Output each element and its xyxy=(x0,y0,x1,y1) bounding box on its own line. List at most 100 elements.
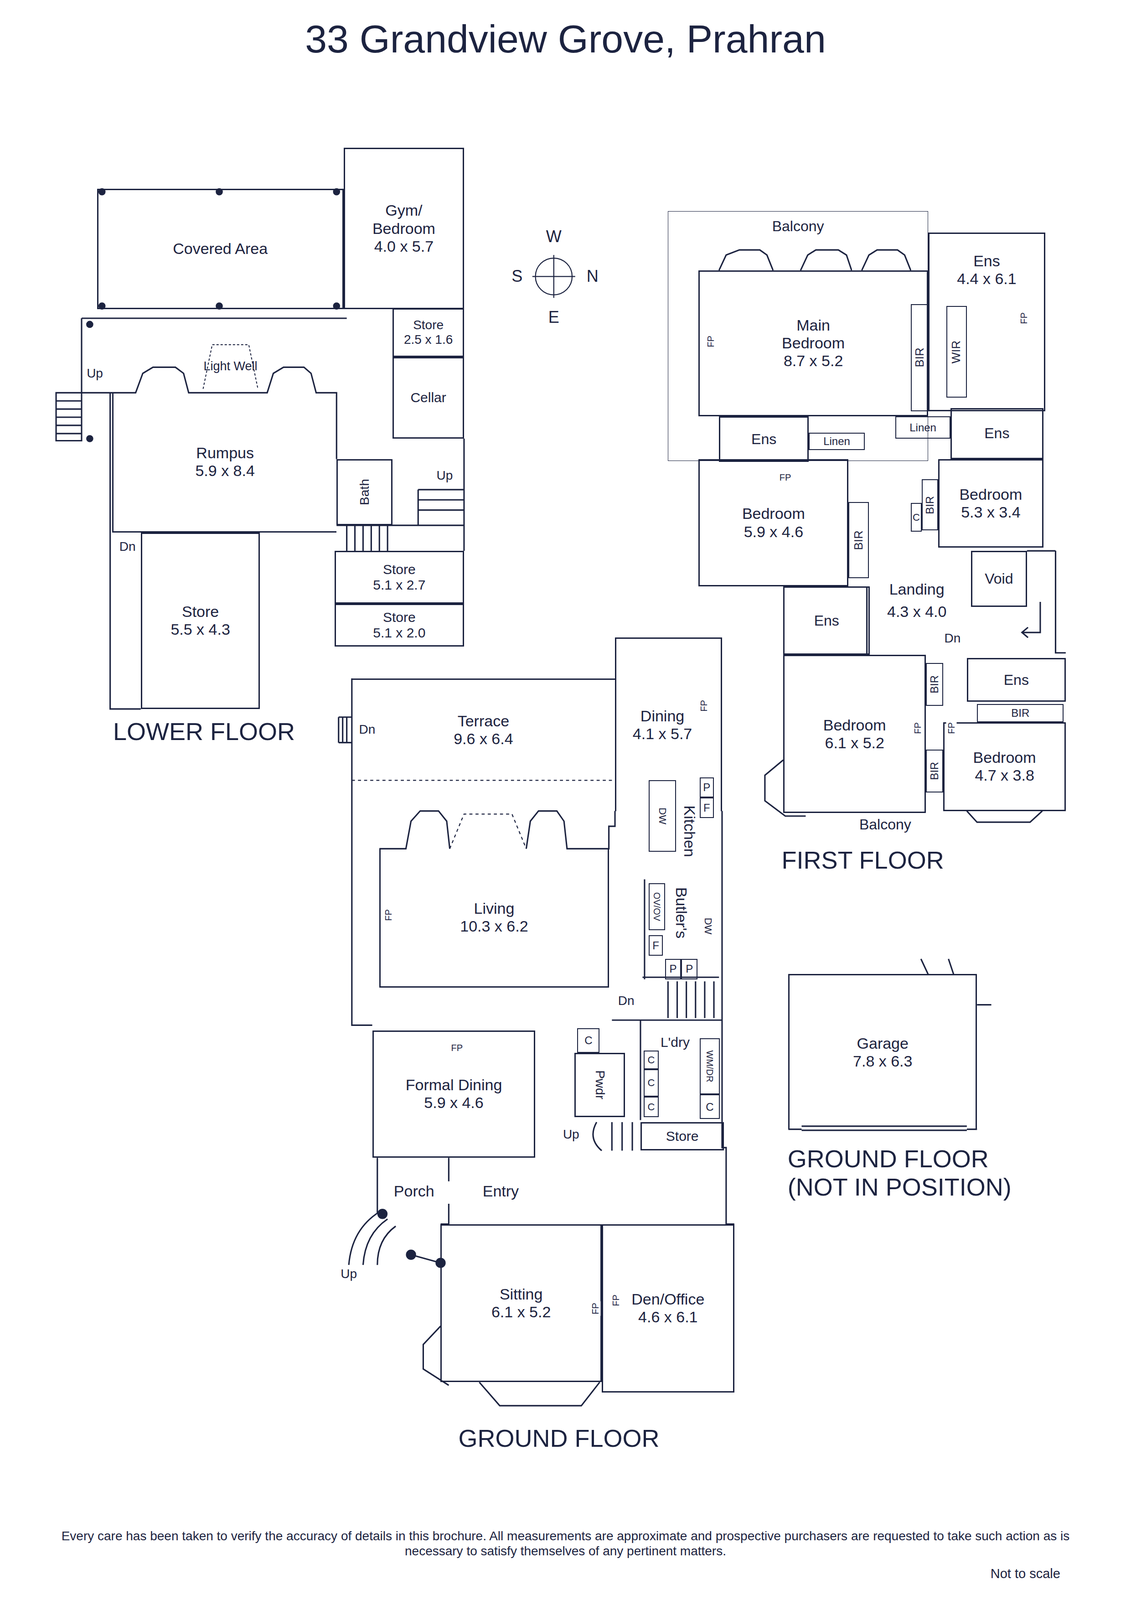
robe-box: BIR xyxy=(910,304,930,412)
room-outline: Den/Office4.6 x 6.1 xyxy=(601,1223,735,1393)
room-outline: Store xyxy=(640,1121,724,1151)
room-name: Bath xyxy=(357,479,372,506)
room-name: Linen xyxy=(823,434,851,448)
room-name: C xyxy=(584,1033,593,1047)
room-dimension: 4.6 x 6.1 xyxy=(638,1307,698,1326)
fireplace-label: FP xyxy=(1018,310,1030,326)
room-dimension: 4.4 x 6.1 xyxy=(956,269,1017,288)
room-name: C xyxy=(647,1053,655,1066)
room-label: Entry xyxy=(481,1182,521,1200)
room-name: Dining xyxy=(640,707,685,725)
room-name: Cellar xyxy=(410,389,446,406)
room-outline: Living10.3 x 6.2 xyxy=(379,848,609,987)
room-dimension: 5.1 x 2.0 xyxy=(372,624,426,641)
compass-letter: S xyxy=(510,267,524,286)
fixture-box: C xyxy=(643,1096,660,1117)
room-label: L'dry xyxy=(659,1034,692,1051)
stair-label: Up xyxy=(561,1126,581,1142)
room-outline: Main Bedroom8.7 x 5.2 xyxy=(698,270,928,417)
ground-floor-walls xyxy=(338,678,735,1406)
room-name: Void xyxy=(984,570,1013,588)
room-dimension: 10.3 x 6.2 xyxy=(459,917,528,935)
room-name: P xyxy=(702,780,711,794)
room-outline: Rumpus5.9 x 8.4 xyxy=(112,392,337,532)
room-dimension: 4.1 x 5.7 xyxy=(632,724,693,743)
floor-name: GROUND FLOOR (NOT IN POSITION) xyxy=(786,1144,1045,1201)
room-name: WM/DR xyxy=(704,1050,716,1083)
room-outline: Bedroom5.9 x 4.6 xyxy=(698,459,849,587)
room-name: F xyxy=(652,939,660,952)
fixture-box: P xyxy=(699,777,714,798)
room-name: Covered Area xyxy=(172,239,268,258)
room-name: BIR xyxy=(923,495,937,514)
floor-name: LOWER FLOOR xyxy=(111,717,297,746)
fireplace-label: FP xyxy=(383,907,394,923)
stair-label: Up xyxy=(85,366,105,381)
room-name: Bedroom xyxy=(823,716,887,734)
room-name: Ens xyxy=(984,424,1010,442)
room-outline: Gym/ Bedroom4.0 x 5.7 xyxy=(343,147,465,309)
robe-box: BIR xyxy=(921,479,939,531)
room-outline: Store5.1 x 2.0 xyxy=(334,603,465,647)
floor-name: FIRST FLOOR xyxy=(780,845,946,874)
fixture-box: C xyxy=(699,1094,721,1119)
room-dimension: 5.9 x 8.4 xyxy=(195,461,255,480)
fireplace-label: FP xyxy=(610,1293,622,1308)
compass-letter: E xyxy=(547,307,561,327)
room-name: BIR xyxy=(852,530,866,550)
room-name: Den/Office xyxy=(631,1290,705,1308)
room-outline: Store2.5 x 1.6 xyxy=(392,308,465,357)
void-box: Void xyxy=(970,550,1028,607)
garage-door xyxy=(788,958,992,1131)
room-name: Bedroom xyxy=(742,504,806,523)
room-dimension: 6.1 x 5.2 xyxy=(825,733,885,752)
room-name: OV/OV xyxy=(651,892,662,921)
compass-letter: W xyxy=(544,227,563,246)
room-outline: Store5.5 x 4.3 xyxy=(140,532,261,709)
room-name: Rumpus xyxy=(196,444,254,462)
lower-floor-walls xyxy=(56,318,465,709)
room-name: P xyxy=(669,962,677,976)
floor-name: GROUND FLOOR xyxy=(456,1423,661,1452)
room-label: Landing xyxy=(888,580,946,599)
fireplace-label: FP xyxy=(778,471,793,483)
room-outline: Bedroom6.1 x 5.2 xyxy=(783,654,926,813)
room-name: Balcony xyxy=(772,217,825,235)
robe-box: BIR xyxy=(925,749,944,793)
room-outline: Covered Area xyxy=(97,188,344,310)
room-dimension: 5.3 x 3.4 xyxy=(960,503,1021,522)
stair-label: Up xyxy=(339,1266,359,1281)
fixture-box: C xyxy=(643,1050,660,1069)
room-outline: Bedroom5.3 x 3.4 xyxy=(938,459,1044,548)
walls xyxy=(56,188,1066,1406)
room-label: Butler's xyxy=(672,885,691,940)
robe-box: WIR xyxy=(946,305,967,398)
room-name: Light Well xyxy=(203,359,258,374)
room-name: Linen xyxy=(909,421,937,434)
room-dimension: 5.9 x 4.6 xyxy=(743,522,804,541)
room-name: P xyxy=(685,962,693,976)
robe-box: BIR xyxy=(925,662,944,706)
room-outline: Cellar xyxy=(392,356,465,439)
room-name: WIR xyxy=(949,340,964,364)
terrace-edge xyxy=(351,779,615,849)
room-outline: Sitting6.1 x 5.2 xyxy=(440,1223,602,1383)
room-outline: Pwdr xyxy=(574,1052,626,1117)
room-name: Bedroom xyxy=(973,748,1037,767)
fireplace-label: FP xyxy=(590,1301,601,1316)
fireplace-label: FP xyxy=(698,698,709,713)
fixture-box: F xyxy=(648,934,663,956)
room-name: Ens xyxy=(751,430,777,448)
fixture-box: P xyxy=(681,958,698,980)
room-dimension: 5.9 x 4.6 xyxy=(423,1093,484,1112)
fixture-label: DW xyxy=(702,916,714,936)
room-dimension: 7.8 x 6.3 xyxy=(852,1052,913,1070)
room-name: Living xyxy=(473,899,515,918)
room-dimension: 5.5 x 4.3 xyxy=(170,620,230,639)
room-name: Terrace xyxy=(457,712,510,730)
room-name: Formal Dining xyxy=(405,1075,503,1094)
room-name: BIR xyxy=(928,675,942,694)
kitchen-island: DW xyxy=(648,779,677,852)
